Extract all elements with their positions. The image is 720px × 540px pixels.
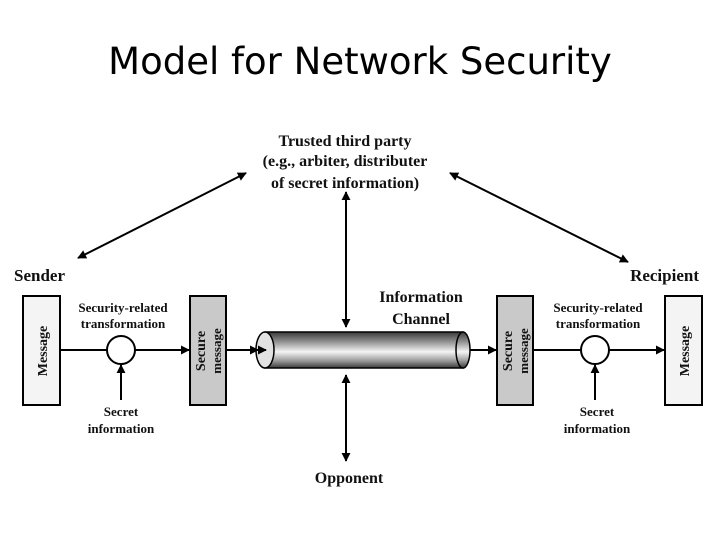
- recipient-label: Recipient: [630, 266, 699, 285]
- sender-secret-line-1: Secret: [104, 404, 139, 419]
- sender-transformation-circle: [106, 335, 136, 365]
- sender-secure-message-box: [189, 295, 227, 406]
- ttp-line-1: Trusted third party: [278, 133, 411, 150]
- recipient-secret-line-1: Secret: [580, 404, 615, 419]
- recipient-secure-line-1: Secure: [501, 331, 516, 371]
- sender-ttp-arrow: [77, 172, 247, 259]
- recipient-ttp-arrow: [449, 172, 629, 263]
- sender-transformation-line-2: transformation: [81, 316, 166, 331]
- recipient-message-label: Message: [678, 326, 693, 377]
- recipient-secure-line-2: message: [516, 328, 531, 374]
- sender-secret-line-2: information: [88, 421, 155, 436]
- ttp-line-3: of secret information): [271, 175, 419, 192]
- information-channel-pipe: [255, 331, 471, 369]
- recipient-message-box: [664, 295, 703, 406]
- sender-transformation-line-1: Security-related: [78, 300, 168, 315]
- ttp-line-2: (e.g., arbiter, distributer: [263, 153, 428, 170]
- recipient-transformation-circle: [580, 335, 610, 365]
- recipient-transformation-line-2: transformation: [556, 316, 641, 331]
- sender-message-label: Message: [36, 326, 51, 377]
- opponent-label: Opponent: [315, 470, 384, 487]
- channel-label-line-2: Channel: [392, 311, 450, 328]
- recipient-secret-line-2: information: [564, 421, 631, 436]
- sender-label: Sender: [14, 266, 65, 285]
- recipient-transformation-line-1: Security-related: [553, 300, 643, 315]
- sender-secure-line-1: Secure: [194, 331, 209, 371]
- trusted-third-party-label: Trusted third party (e.g., arbiter, dist…: [263, 133, 428, 192]
- sender-secure-line-2: message: [209, 328, 224, 374]
- channel-label-line-1: Information: [379, 289, 463, 306]
- slide-title: Model for Network Security: [108, 40, 612, 83]
